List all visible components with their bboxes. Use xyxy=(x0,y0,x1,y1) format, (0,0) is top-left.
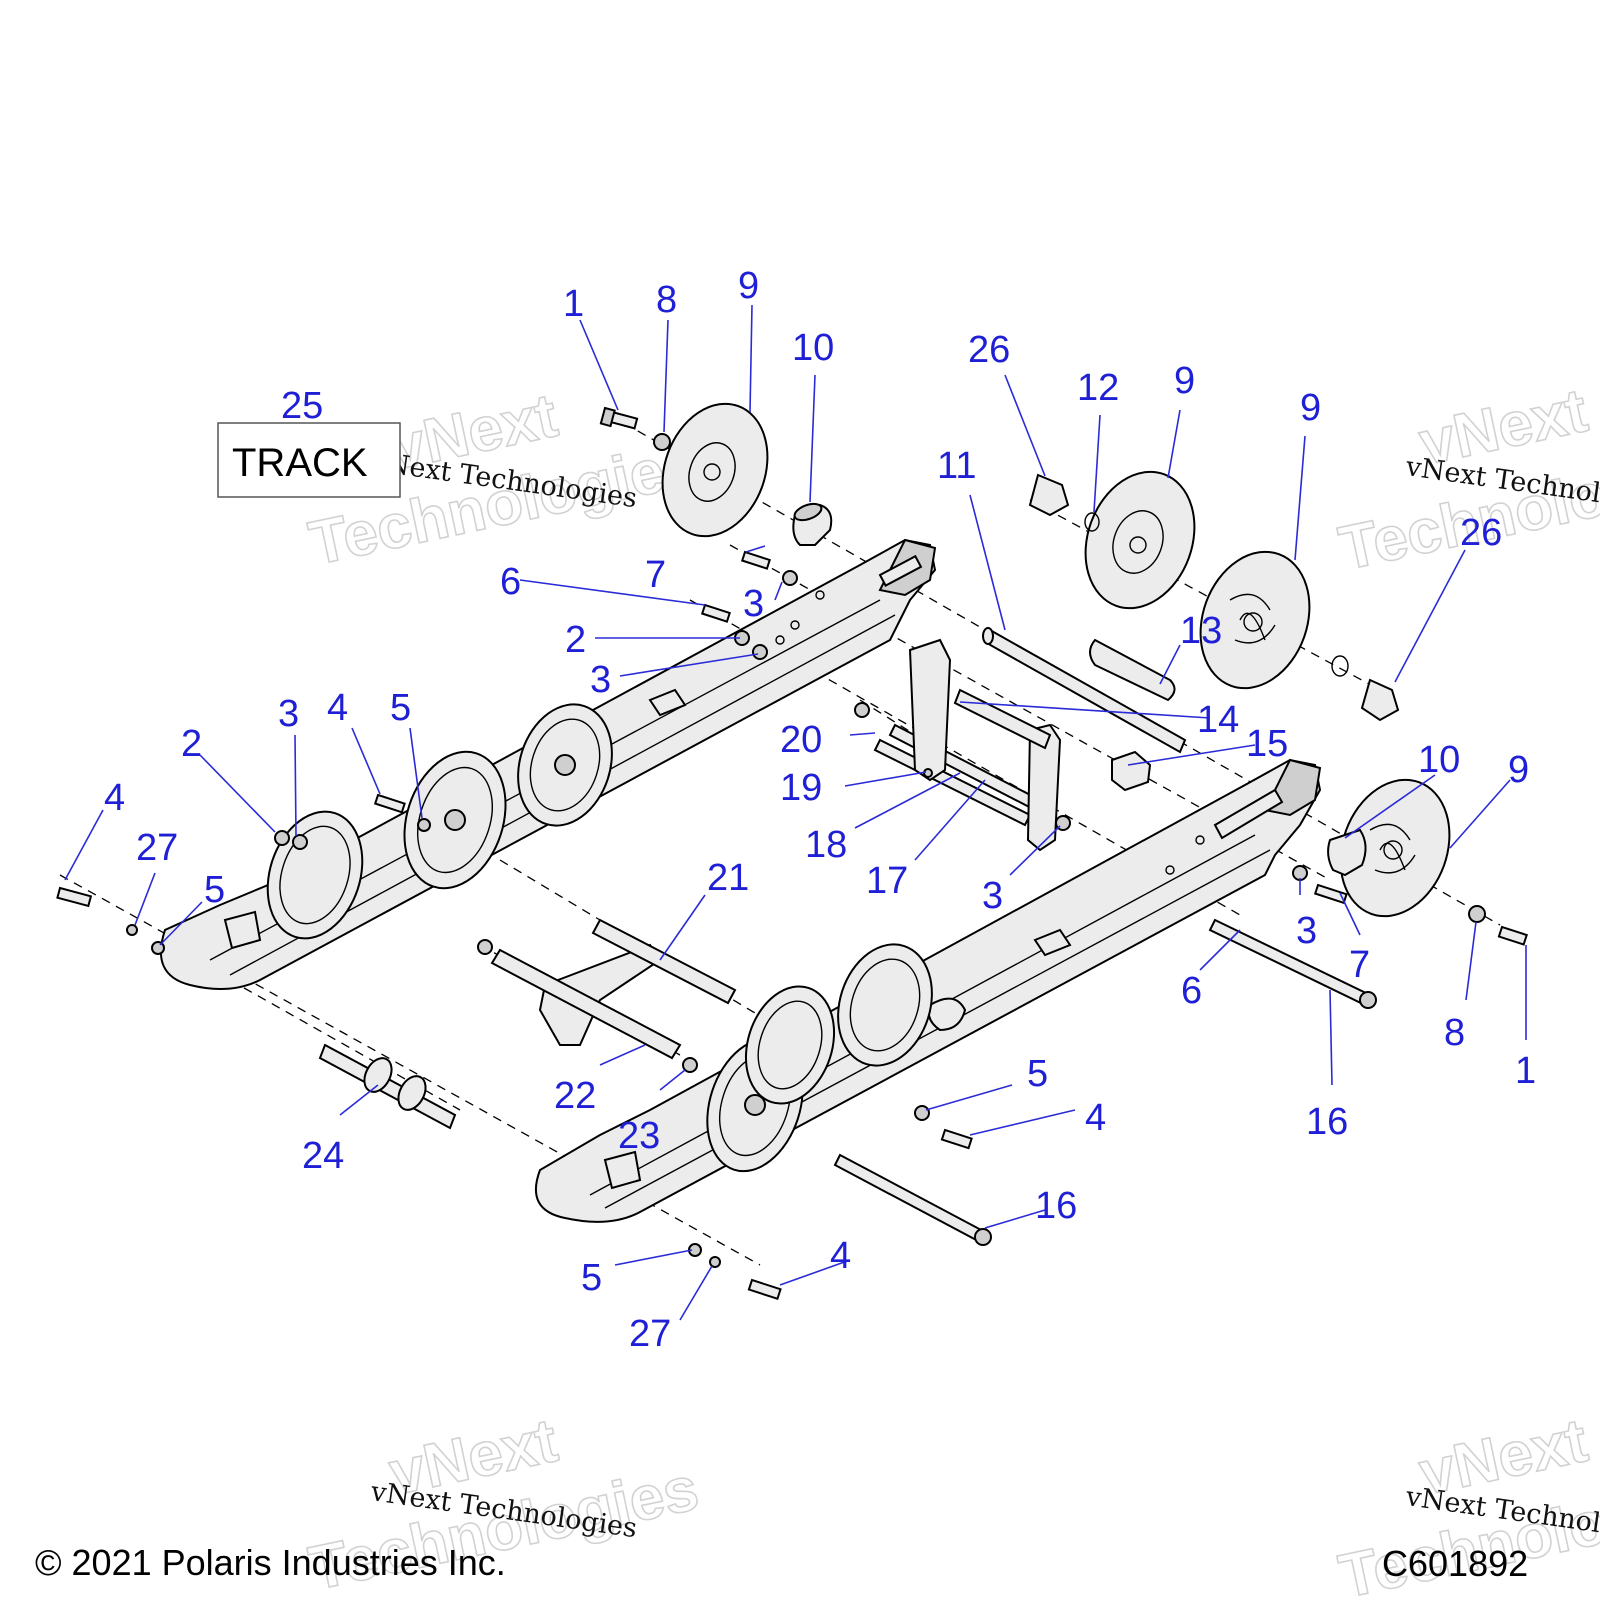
callout-5: 5 xyxy=(1027,1053,1048,1095)
callout-1: 1 xyxy=(1515,1050,1536,1092)
callout-16: 16 xyxy=(1035,1185,1077,1227)
callout-3: 3 xyxy=(982,875,1003,917)
callout-25: 25 xyxy=(281,385,323,427)
callout-5: 5 xyxy=(204,869,225,911)
callout-24: 24 xyxy=(302,1135,344,1177)
suspension-arms xyxy=(490,638,1062,1060)
idler-wheels xyxy=(661,402,1451,918)
track-label-box xyxy=(217,422,401,498)
spacers-and-bushings xyxy=(792,473,1400,877)
callout-numbers: 1 8 9 10 25 26 12 9 9 11 26 7 6 3 2 3 13… xyxy=(104,265,1536,1355)
callout-9: 9 xyxy=(738,265,759,307)
callout-3: 3 xyxy=(590,659,611,701)
callout-11: 11 xyxy=(937,445,976,487)
callout-9: 9 xyxy=(1508,749,1529,791)
callout-7: 7 xyxy=(645,554,666,596)
callout-4: 4 xyxy=(104,777,125,819)
callout-18: 18 xyxy=(805,824,847,866)
callout-13: 13 xyxy=(1180,610,1222,652)
callout-1: 1 xyxy=(563,283,584,325)
callout-14: 14 xyxy=(1197,699,1239,741)
callout-5: 5 xyxy=(390,687,411,729)
callout-7: 7 xyxy=(1349,944,1370,986)
callout-16: 16 xyxy=(1306,1101,1348,1143)
callout-27: 27 xyxy=(629,1313,671,1355)
callout-15: 15 xyxy=(1246,723,1288,765)
callout-6: 6 xyxy=(1181,970,1202,1012)
callout-3: 3 xyxy=(1296,910,1317,952)
small-hardware xyxy=(56,406,1528,1301)
callout-10: 10 xyxy=(1418,739,1460,781)
callout-12: 12 xyxy=(1077,367,1119,409)
callout-22: 22 xyxy=(554,1075,596,1117)
callout-5: 5 xyxy=(581,1257,602,1299)
right-bogie-wheels xyxy=(706,943,933,1173)
callout-2: 2 xyxy=(565,619,586,661)
callout-8: 8 xyxy=(656,279,677,321)
left-bogie-wheels xyxy=(266,703,613,940)
callout-9: 9 xyxy=(1174,360,1195,402)
callout-17: 17 xyxy=(866,860,908,902)
callout-9: 9 xyxy=(1300,387,1321,429)
callout-3: 3 xyxy=(743,583,764,625)
leader-lines xyxy=(64,304,1527,1321)
figure-code: C601892 xyxy=(1382,1543,1528,1584)
callout-26: 26 xyxy=(1460,512,1502,554)
callout-4: 4 xyxy=(327,687,348,729)
callout-23: 23 xyxy=(618,1115,660,1157)
callout-21: 21 xyxy=(707,857,749,899)
callout-8: 8 xyxy=(1444,1012,1465,1054)
callout-2: 2 xyxy=(181,723,202,765)
callout-26: 26 xyxy=(968,329,1010,371)
copyright-notice: © 2021 Polaris Industries Inc. xyxy=(35,1542,506,1583)
callout-19: 19 xyxy=(780,767,822,809)
callout-6: 6 xyxy=(500,561,521,603)
callout-4: 4 xyxy=(1085,1097,1106,1139)
track-label: TRACK xyxy=(232,441,368,485)
callout-10: 10 xyxy=(792,327,834,369)
callout-20: 20 xyxy=(780,719,822,761)
callout-4: 4 xyxy=(830,1235,851,1277)
callout-3: 3 xyxy=(278,693,299,735)
callout-27: 27 xyxy=(136,827,178,869)
